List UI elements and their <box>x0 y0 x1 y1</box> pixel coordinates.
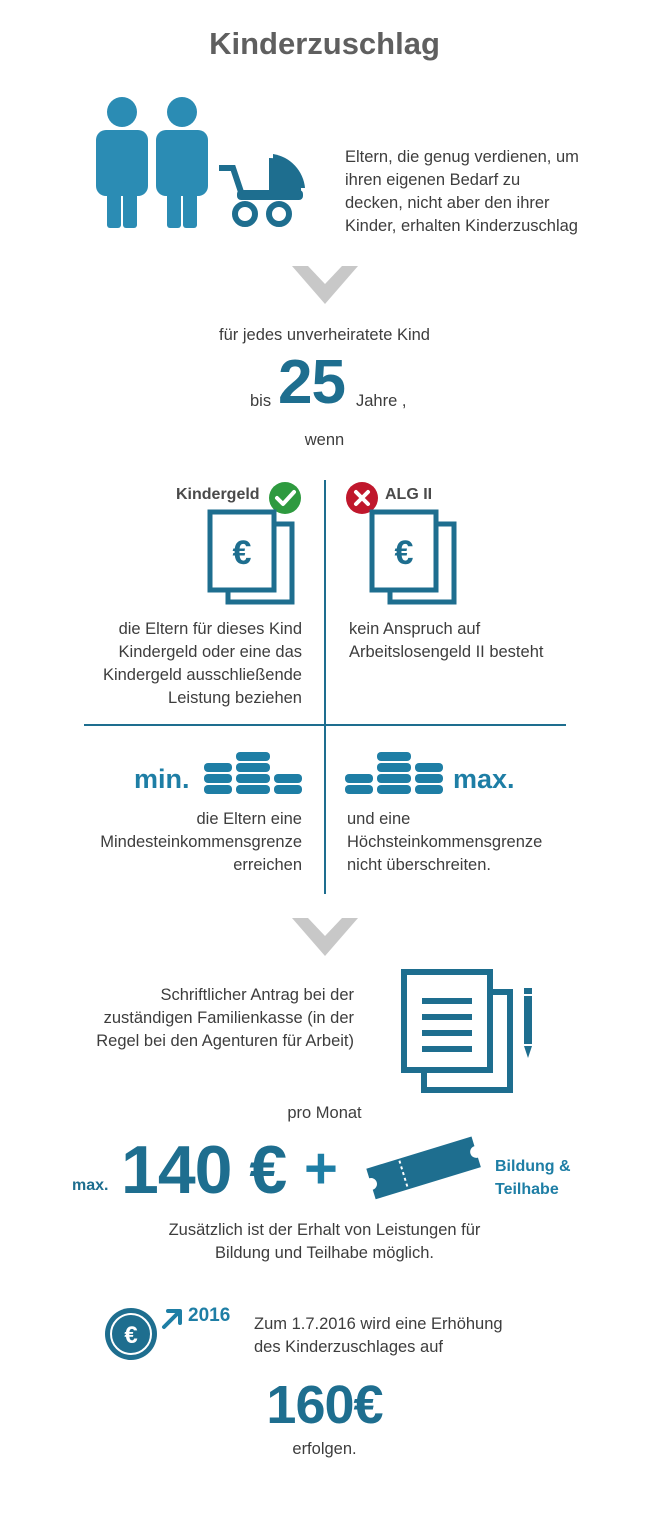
coin-stack-icon <box>204 752 302 794</box>
euro-coin-icon: € <box>105 1308 157 1360</box>
max-label: max. <box>453 764 515 794</box>
bildung-text: Zusätzlich ist der Erhalt von Leistungen… <box>168 1221 481 1262</box>
plus-sign: + <box>304 1136 338 1201</box>
svg-text:€: € <box>124 1322 137 1349</box>
increase-suffix: erfolgen. <box>292 1440 357 1458</box>
age-prefix: bis <box>250 392 272 410</box>
chevron-down-icon <box>292 266 358 304</box>
alg-text: kein Anspruch auf Arbeitslosengeld II be… <box>349 620 544 661</box>
application-text: Schriftlicher Antrag bei der zuständigen… <box>96 986 354 1050</box>
pro-monat-label: pro Monat <box>287 1104 362 1122</box>
svg-text:€: € <box>395 534 414 572</box>
max-text: und eine Höchsteinkommensgrenze nicht üb… <box>347 810 543 874</box>
increase-value: 160€ <box>266 1375 383 1435</box>
documents-icon <box>401 969 513 1093</box>
bildung-label: Bildung & Teilhabe <box>495 1158 571 1198</box>
kindergeld-text: die Eltern für dieses Kind Kindergeld od… <box>102 620 302 707</box>
euro-document-icon: € <box>207 509 295 605</box>
amount-max-label: max. <box>72 1177 109 1194</box>
increase-year: 2016 <box>188 1305 231 1326</box>
vertical-divider <box>324 480 326 894</box>
min-label: min. <box>134 764 190 794</box>
pen-icon <box>524 988 532 1058</box>
horizontal-divider <box>84 724 566 726</box>
page-title: Kinderzuschlag <box>209 26 440 61</box>
cross-icon <box>346 482 378 514</box>
age-suffix: Jahre , <box>356 392 407 410</box>
euro-document-icon: € <box>369 509 457 605</box>
condition-line: für jedes unverheiratete Kind <box>219 326 430 344</box>
min-text: die Eltern eine Mindesteinkommensgrenze … <box>100 810 302 874</box>
arrow-up-right-icon <box>162 1309 182 1329</box>
stroller-icon <box>219 154 305 227</box>
chevron-down-icon <box>292 918 358 956</box>
age-value: 25 <box>278 348 346 417</box>
increase-text: Zum 1.7.2016 wird eine Erhöhung des Kind… <box>254 1315 503 1356</box>
svg-text:€: € <box>233 534 252 572</box>
amount-value: 140 € <box>121 1132 287 1208</box>
coin-stack-icon <box>345 752 443 794</box>
alg-label: ALG II <box>385 486 433 503</box>
kindergeld-label: Kindergeld <box>176 486 260 503</box>
ticket-icon <box>366 1136 481 1200</box>
check-icon <box>269 482 301 514</box>
parents-icon <box>96 97 208 228</box>
intro-text: Eltern, die genug verdienen, um ihren ei… <box>345 148 579 235</box>
wenn-label: wenn <box>304 431 345 449</box>
